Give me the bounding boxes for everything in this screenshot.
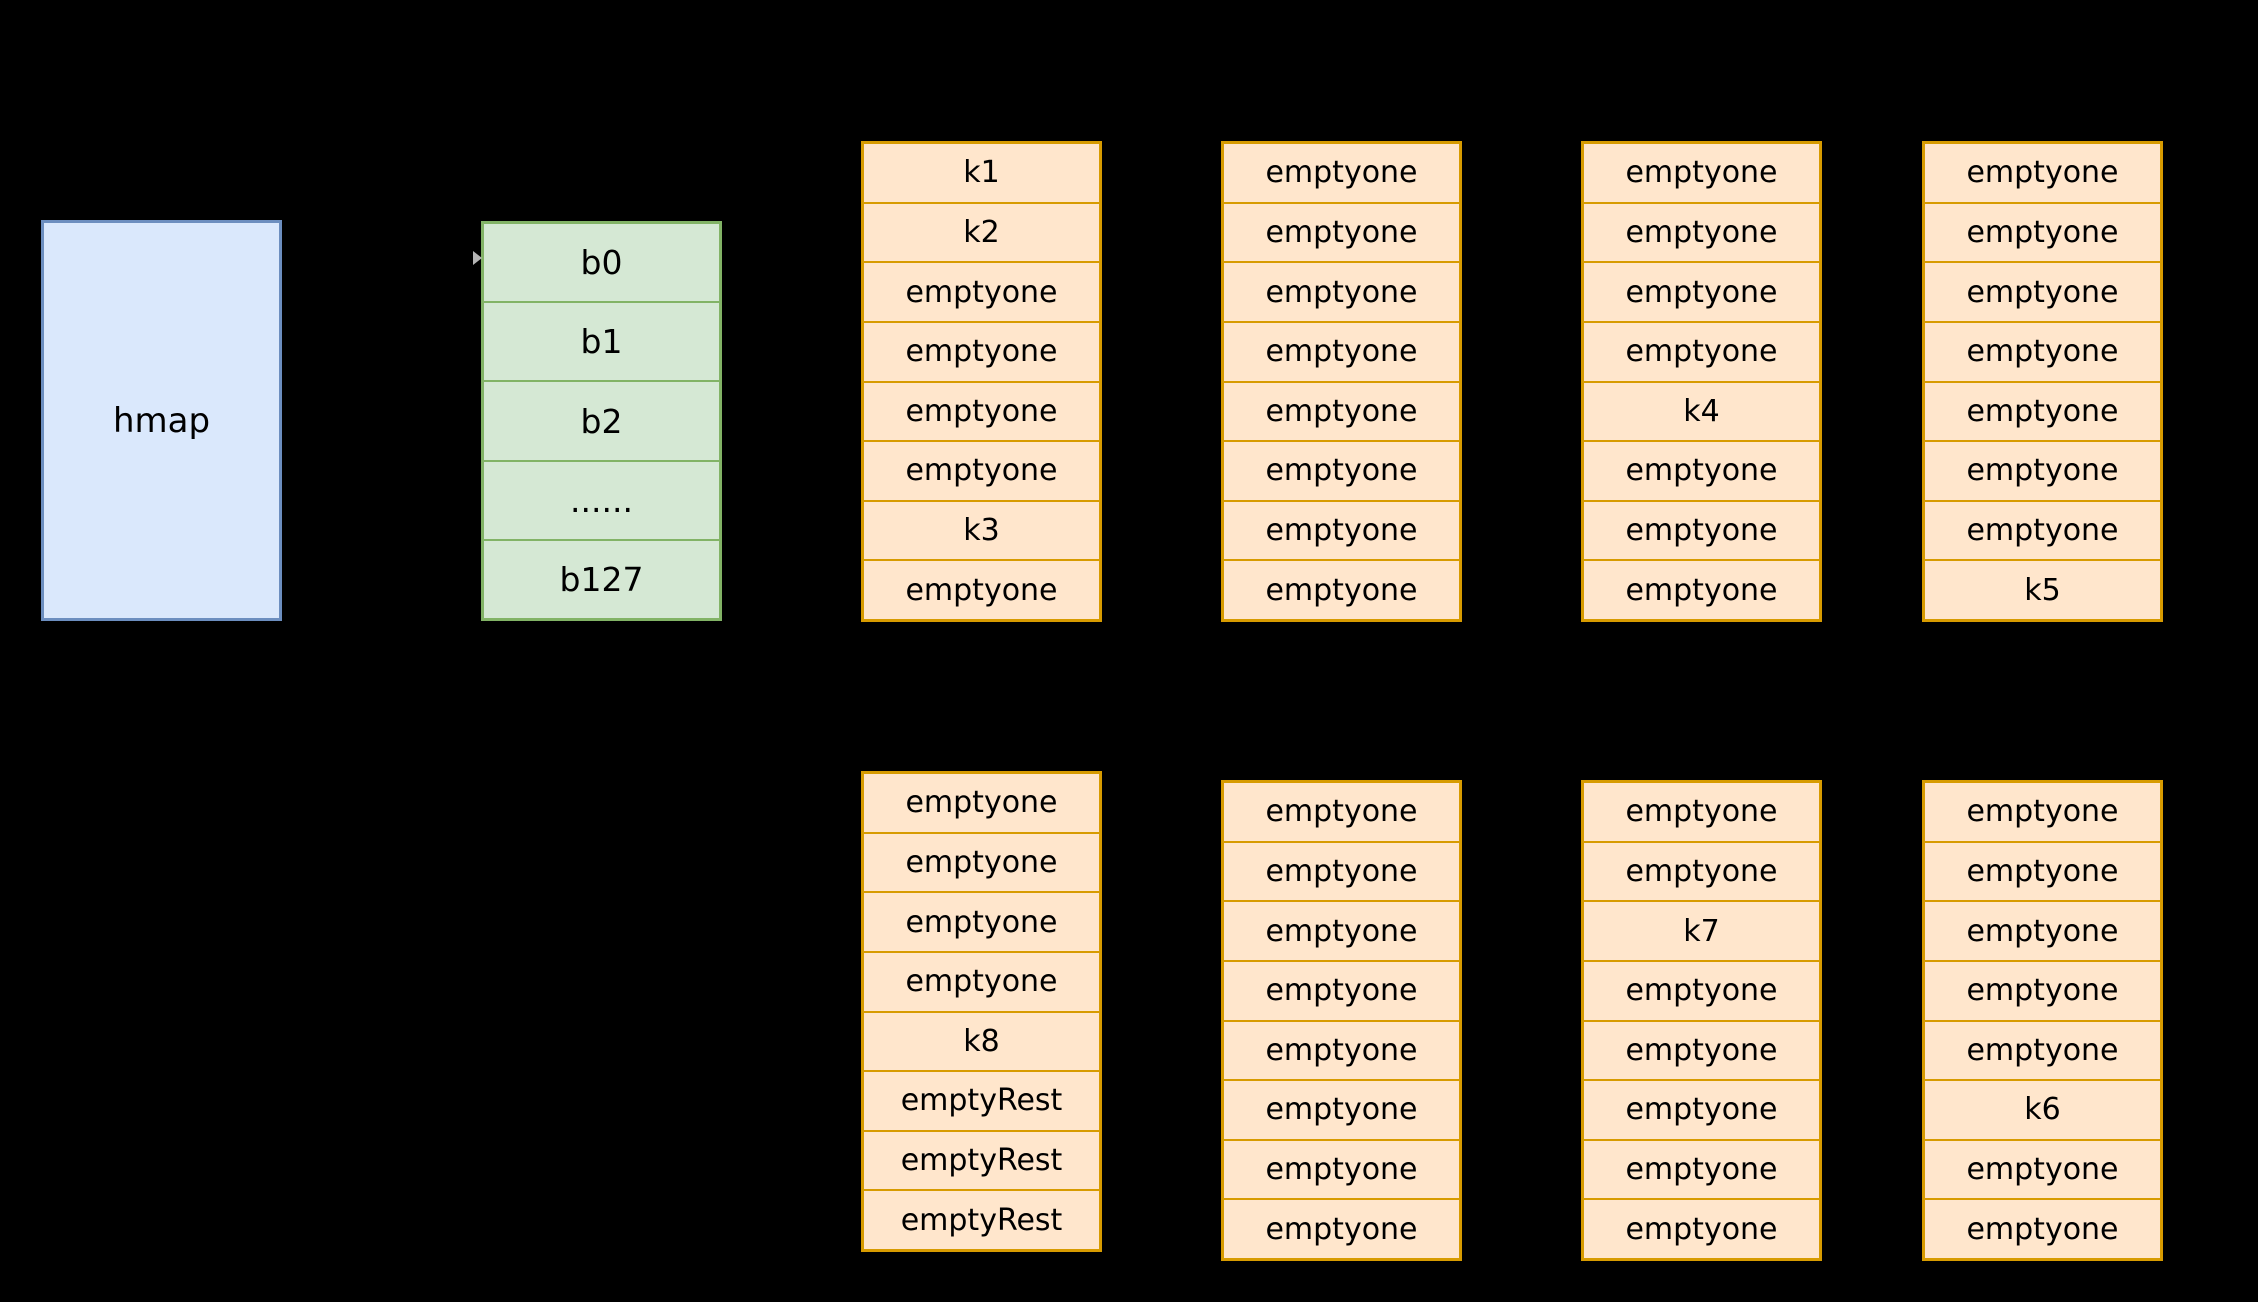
table-cell: emptyRest bbox=[864, 1129, 1099, 1190]
table-cell: k8 bbox=[864, 1010, 1099, 1071]
table-cell: ...... bbox=[484, 459, 719, 539]
table-cell: emptyone bbox=[1925, 959, 2160, 1020]
table-cell: emptyone bbox=[864, 440, 1099, 500]
table-cell: b127 bbox=[484, 538, 719, 618]
table-cell: emptyone bbox=[1925, 440, 2160, 500]
table-cell: k2 bbox=[864, 201, 1099, 262]
table-cell: b1 bbox=[484, 301, 719, 380]
hmap-label: hmap bbox=[112, 400, 211, 441]
table-cell: emptyone bbox=[864, 559, 1099, 619]
table-cell: emptyone bbox=[1584, 201, 1819, 262]
table-cell: emptyone bbox=[1925, 320, 2160, 381]
table-cell: emptyone bbox=[1625, 794, 1778, 830]
connector-arrowhead-artifact bbox=[473, 251, 482, 265]
table-cell: emptyone bbox=[1584, 1019, 1819, 1080]
table-cell: emptyone bbox=[1925, 201, 2160, 262]
table-cell: emptyone bbox=[1224, 499, 1459, 560]
table-cell: emptyone bbox=[1224, 959, 1459, 1020]
hmap-node: hmap bbox=[41, 220, 282, 621]
table-cell: emptyone bbox=[1584, 1138, 1819, 1199]
table-cell: emptyone bbox=[864, 320, 1099, 381]
table-cell: k4 bbox=[1584, 380, 1819, 441]
table-cell: emptyone bbox=[1224, 900, 1459, 960]
table-cell: emptyone bbox=[1925, 1138, 2160, 1199]
table-cell: k5 bbox=[1925, 559, 2160, 619]
table-cell: emptyone bbox=[1584, 1198, 1819, 1258]
table-cell: emptyone bbox=[1224, 440, 1459, 500]
table-cell: emptyone bbox=[1584, 320, 1819, 381]
table-cell: emptyone bbox=[1224, 380, 1459, 441]
table-cell: emptyone bbox=[1925, 900, 2160, 960]
table-cell: emptyone bbox=[1224, 1198, 1459, 1258]
table-cell: emptyone bbox=[1224, 1138, 1459, 1199]
table-cell: emptyone bbox=[1925, 840, 2160, 901]
table-cell: emptyone bbox=[864, 380, 1099, 441]
table-cell: emptyone bbox=[1925, 380, 2160, 441]
table-cell: emptyone bbox=[864, 891, 1099, 951]
table-cell: emptyone bbox=[1584, 559, 1819, 619]
table-cell: emptyone bbox=[1584, 499, 1819, 560]
table-cell: emptyone bbox=[864, 950, 1099, 1011]
table-cell: emptyone bbox=[1925, 499, 2160, 560]
table-cell: emptyone bbox=[1224, 559, 1459, 619]
table-cell: emptyone bbox=[1224, 840, 1459, 901]
table-cell: emptyone bbox=[1224, 320, 1459, 381]
table-cell: emptyone bbox=[1625, 155, 1778, 191]
table-cell: k1 bbox=[963, 155, 1000, 191]
table-cell: emptyone bbox=[1584, 440, 1819, 500]
table-cell: emptyone bbox=[1925, 261, 2160, 321]
table-cell: emptyone bbox=[1966, 155, 2119, 191]
table-cell: emptyone bbox=[1224, 1079, 1459, 1139]
table-cell: k3 bbox=[864, 499, 1099, 560]
table-cell: emptyone bbox=[1584, 261, 1819, 321]
table-cell: emptyone bbox=[1584, 959, 1819, 1020]
table-cell: emptyone bbox=[1224, 1019, 1459, 1080]
table-cell: k7 bbox=[1584, 900, 1819, 960]
table-cell: emptyRest bbox=[864, 1189, 1099, 1249]
table-cell: emptyone bbox=[1265, 155, 1418, 191]
table-cell: emptyone bbox=[905, 785, 1058, 821]
table-cell: emptyone bbox=[1224, 201, 1459, 262]
table-cell: emptyone bbox=[1966, 794, 2119, 830]
table-cell: emptyRest bbox=[864, 1070, 1099, 1130]
table-cell: emptyone bbox=[864, 261, 1099, 321]
table-cell: emptyone bbox=[1925, 1198, 2160, 1258]
table-cell: emptyone bbox=[1925, 1019, 2160, 1080]
table-cell: emptyone bbox=[1584, 1079, 1819, 1139]
table-cell: emptyone bbox=[864, 831, 1099, 892]
table-cell: b2 bbox=[484, 380, 719, 459]
table-cell: k6 bbox=[1925, 1079, 2160, 1139]
table-cell: emptyone bbox=[1265, 794, 1418, 830]
table-cell: emptyone bbox=[1584, 840, 1819, 901]
table-cell: emptyone bbox=[1224, 261, 1459, 321]
table-cell: b0 bbox=[580, 243, 623, 283]
